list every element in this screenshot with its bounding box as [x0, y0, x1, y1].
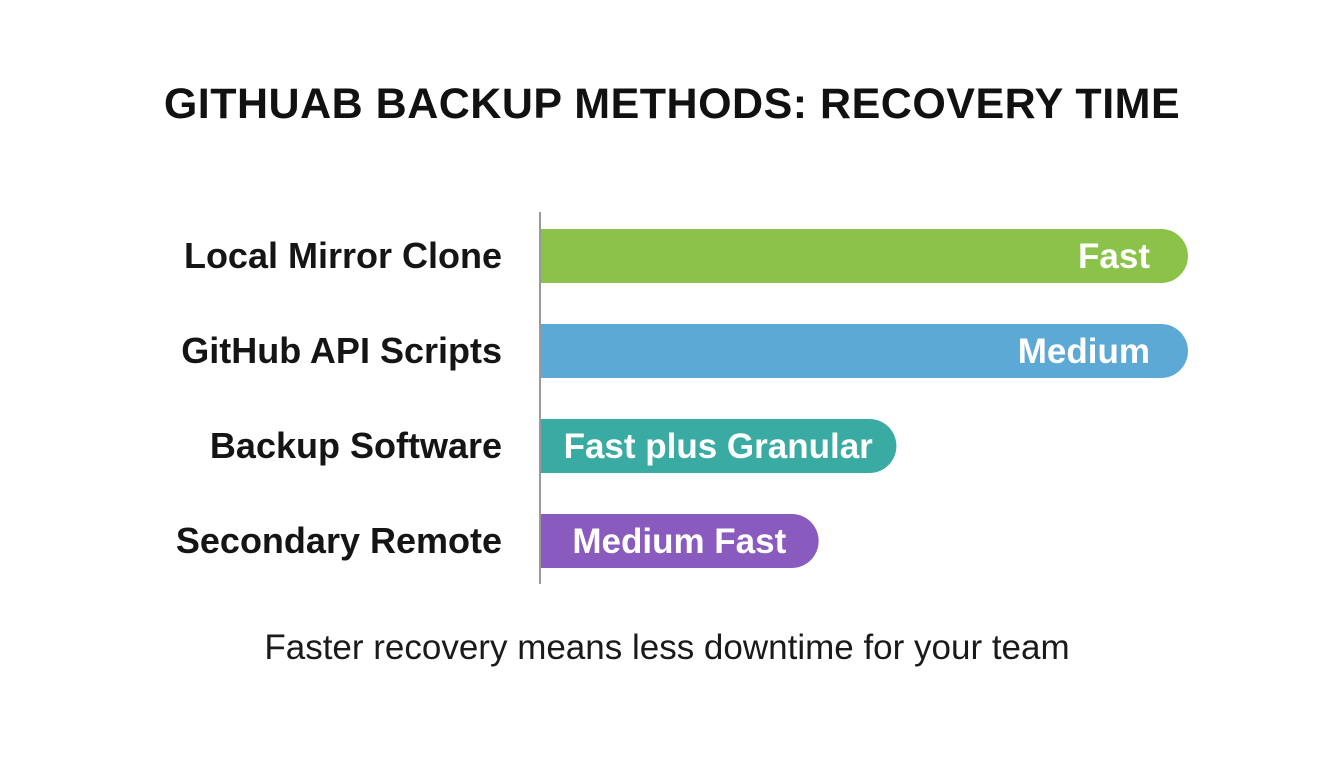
bar-value-label: Medium	[1018, 332, 1150, 371]
category-label: Secondary Remote	[176, 520, 502, 561]
chart-title: GITHUAB BACKUP METHODS: RECOVERY TIME	[163, 80, 1181, 128]
bar-value-label: Fast	[1078, 237, 1150, 276]
bar-1	[540, 229, 1188, 283]
category-label: Local Mirror Clone	[184, 235, 502, 276]
category-label: GitHub API Scripts	[181, 330, 502, 371]
bar-4	[540, 514, 819, 568]
bar-2	[540, 324, 1188, 378]
chart-caption: Faster recovery means less downtime for …	[264, 628, 1070, 667]
category-label: Backup Software	[210, 425, 502, 466]
bar-value-label: Fast plus Granular	[564, 427, 874, 466]
bar-value-label: Medium Fast	[572, 522, 786, 561]
bar-3	[540, 419, 897, 473]
